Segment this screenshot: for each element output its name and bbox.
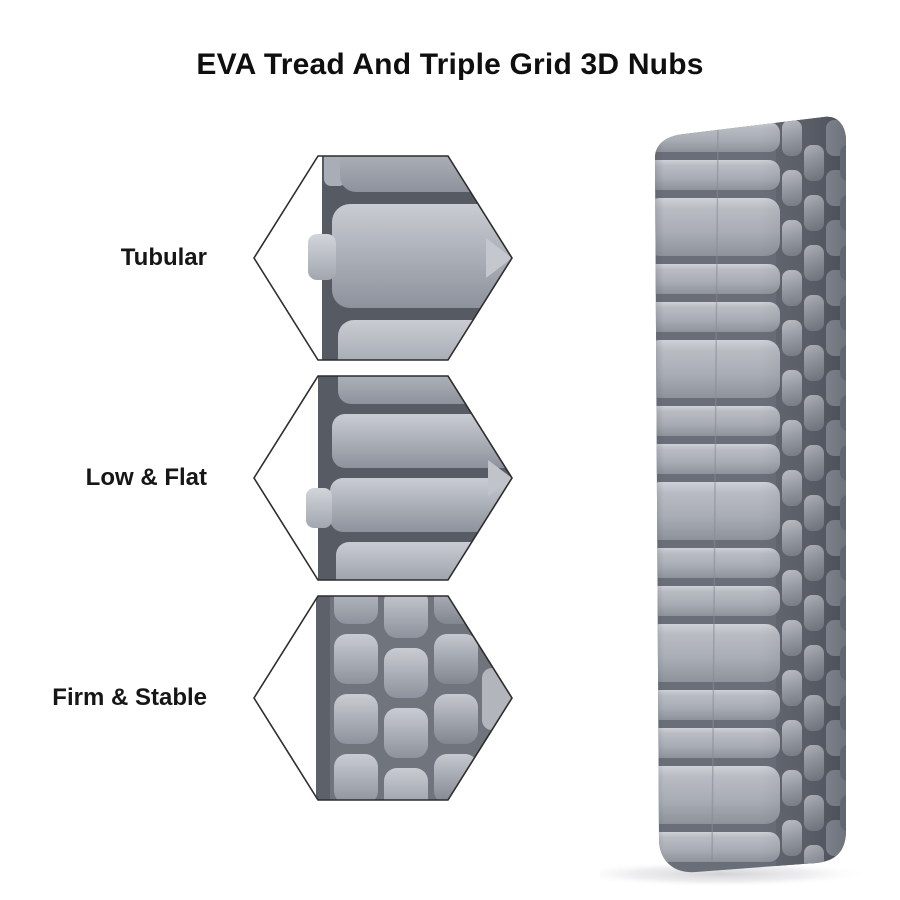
label-firm-stable: Firm & Stable <box>52 684 207 711</box>
label-low-flat: Low & Flat <box>85 464 207 491</box>
label-tubular: Tubular <box>120 244 207 271</box>
hexagon-outline <box>253 155 513 361</box>
firm-stable-closeup-photo <box>254 596 512 800</box>
tubular-closeup-photo <box>254 156 512 360</box>
foam-roller-photo <box>600 116 862 887</box>
hexagon-outline <box>253 375 513 581</box>
low-flat-hexagon-callout <box>253 375 513 581</box>
tubular-hexagon-callout <box>253 155 513 361</box>
hexagon-outline <box>253 595 513 801</box>
ground-shadow <box>600 861 862 887</box>
firm-stable-hexagon-callout <box>253 595 513 801</box>
page-title: EVA Tread And Triple Grid 3D Nubs <box>196 48 704 81</box>
roller-texture <box>654 116 846 873</box>
low-flat-closeup-photo <box>254 376 512 580</box>
